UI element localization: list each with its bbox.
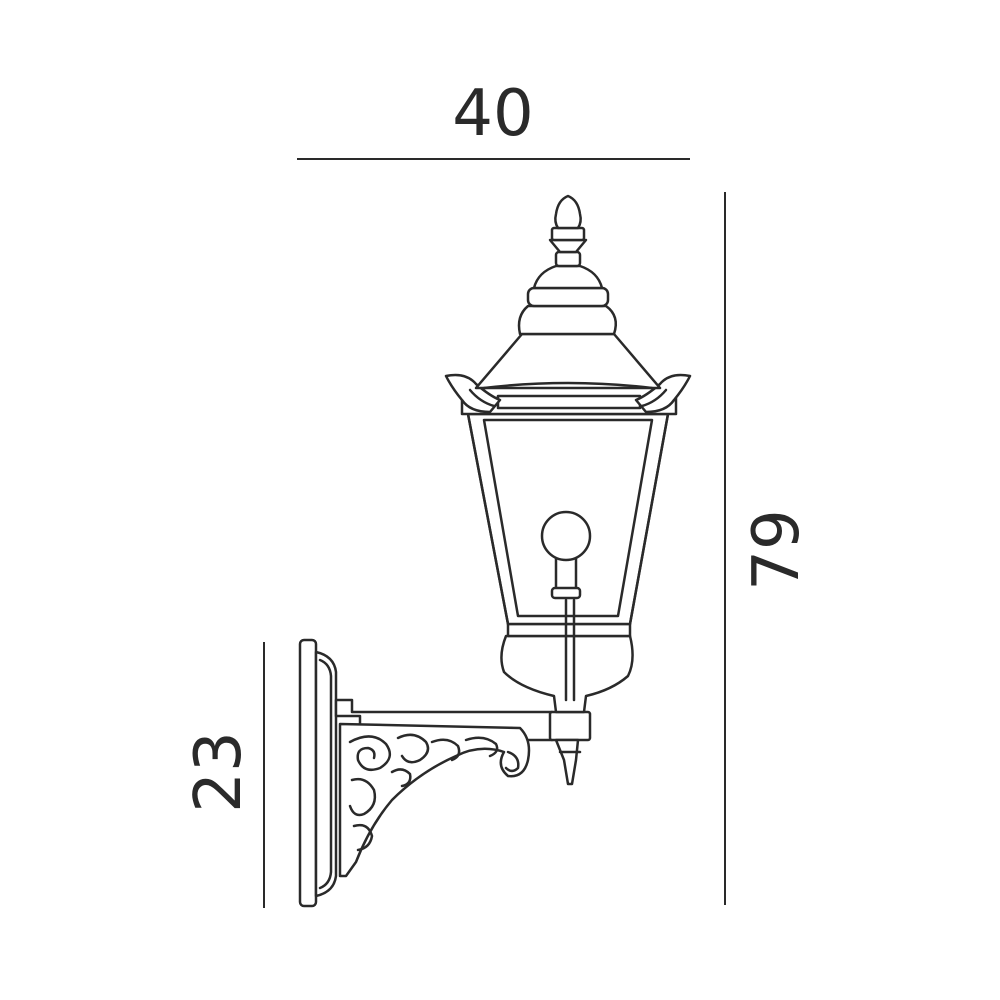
wall-arm [334,698,554,878]
height-label: 79 [740,509,814,590]
width-label: 40 [452,77,533,151]
bracket-height-label: 23 [182,731,256,812]
wall-plate [298,638,338,908]
lantern [444,194,692,786]
